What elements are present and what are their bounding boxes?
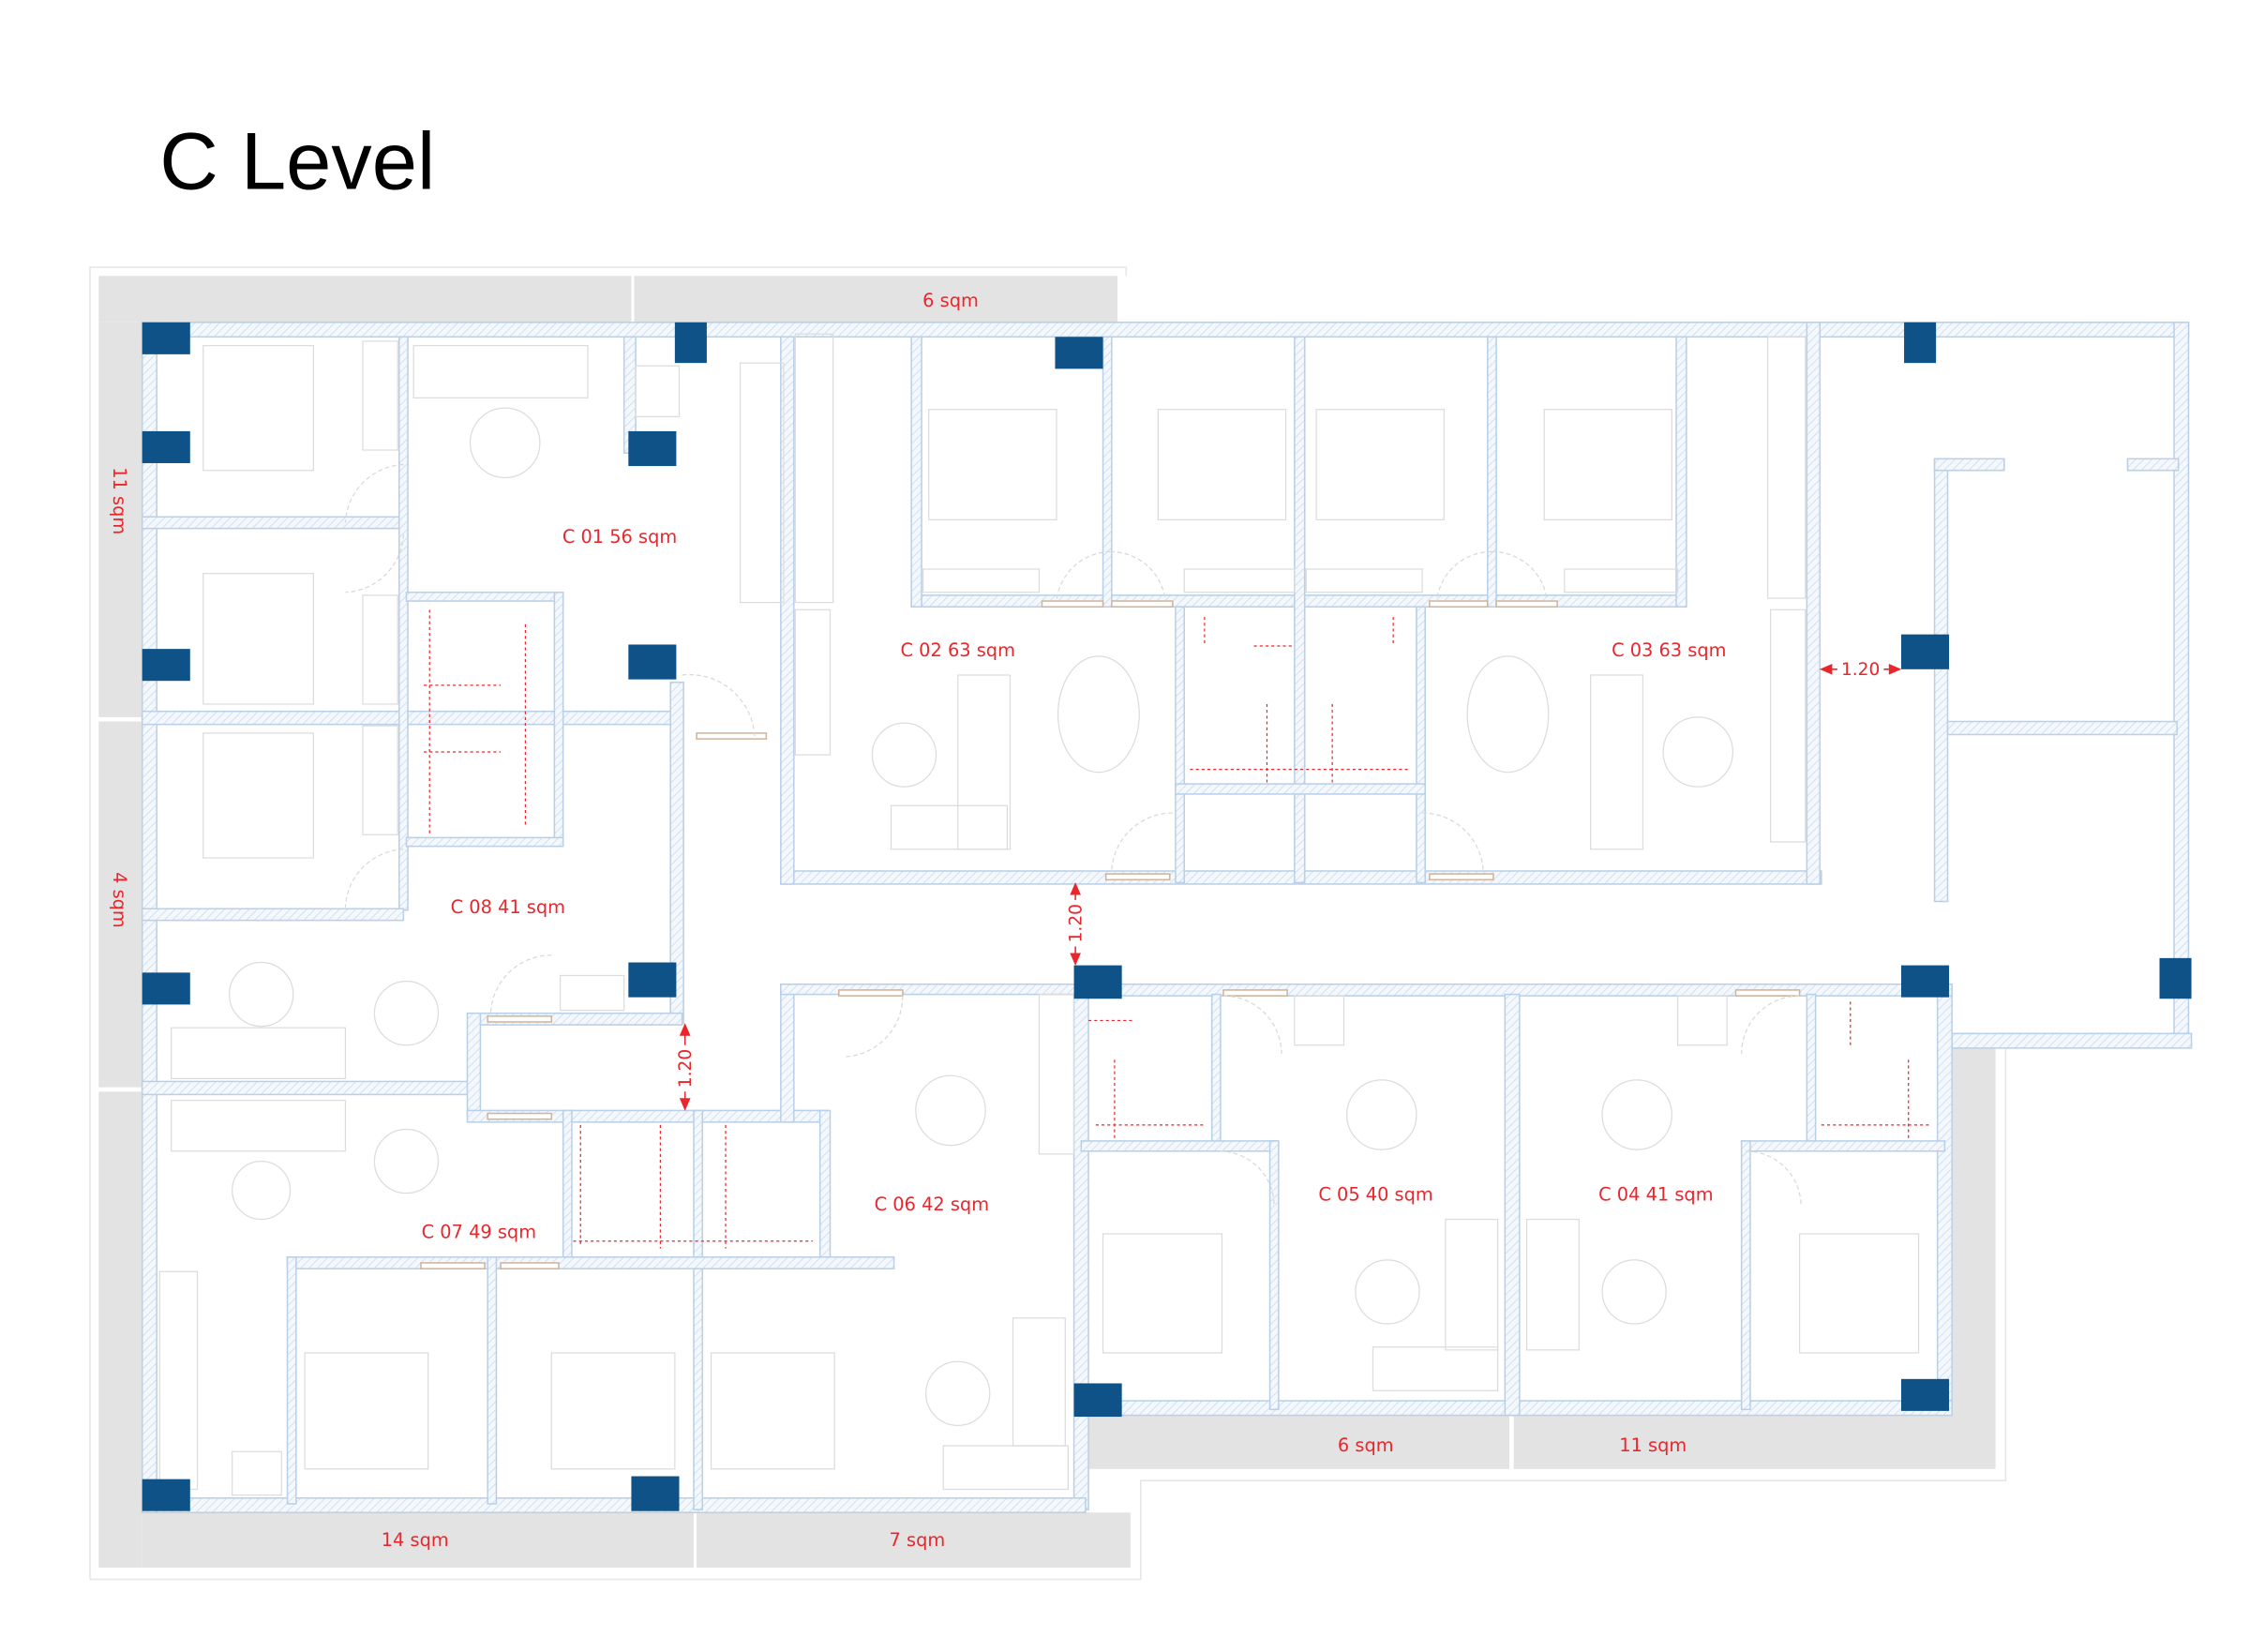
- dimension-east: 1.20: [1819, 655, 1902, 680]
- unit-c05-label: C 05 40 sqm: [1318, 1183, 1432, 1205]
- unit-c06-label: C 06 42 sqm: [875, 1194, 989, 1215]
- furniture: [158, 333, 1920, 1496]
- terrace-right: [1952, 1047, 1996, 1416]
- unit-c08-label: C 08 41 sqm: [451, 896, 565, 918]
- terrace-bottom-mid: [697, 1512, 1131, 1569]
- terrace-bottom-left: [142, 1512, 694, 1569]
- terrace-left-lower-label: 4 sqm: [109, 872, 130, 928]
- terrace-top-label: 6 sqm: [922, 290, 979, 311]
- terrace-bottom-right-a-label: 6 sqm: [1338, 1434, 1394, 1456]
- terrace-top: [634, 276, 1118, 323]
- terrace-top-left: [98, 276, 632, 323]
- dimension-west-label: 1.20: [676, 1049, 696, 1088]
- terrace-left-upper: [98, 322, 142, 717]
- terrace-left-upper-label: 11 sqm: [109, 467, 130, 534]
- terrace-bottom-right-a: [1088, 1415, 1509, 1469]
- terrace-outline: [89, 266, 2007, 1581]
- unit-c07-label: C 07 49 sqm: [422, 1222, 536, 1243]
- dimension-center: 1.20: [1063, 881, 1087, 967]
- walls: [141, 322, 2193, 1514]
- dimension-east-label: 1.20: [1841, 660, 1880, 680]
- unit-c01-label: C 01 56 sqm: [562, 526, 677, 548]
- terrace-bottom-mid-label: 7 sqm: [890, 1529, 946, 1551]
- unit-c04-label: C 04 41 sqm: [1598, 1183, 1713, 1205]
- terrace-bottom-right-b-label: 11 sqm: [1619, 1434, 1687, 1456]
- terrace-bottom-right-b: [1513, 1415, 1996, 1469]
- structural-columns: [142, 322, 2192, 1511]
- dimension-west: 1.20: [673, 1023, 697, 1111]
- terrace-left-bottom: [98, 1091, 142, 1569]
- bathroom-dimensions: [424, 609, 1930, 1249]
- doors: [344, 463, 1802, 1269]
- dimension-center-label: 1.20: [1066, 904, 1086, 942]
- unit-c02-label: C 02 63 sqm: [901, 639, 1015, 661]
- terraces: [98, 276, 1996, 1569]
- unit-c03-label: C 03 63 sqm: [1612, 639, 1726, 661]
- terrace-bottom-left-label: 14 sqm: [382, 1529, 449, 1551]
- terrace-left-lower: [98, 721, 142, 1088]
- page-title: C Level: [159, 116, 435, 206]
